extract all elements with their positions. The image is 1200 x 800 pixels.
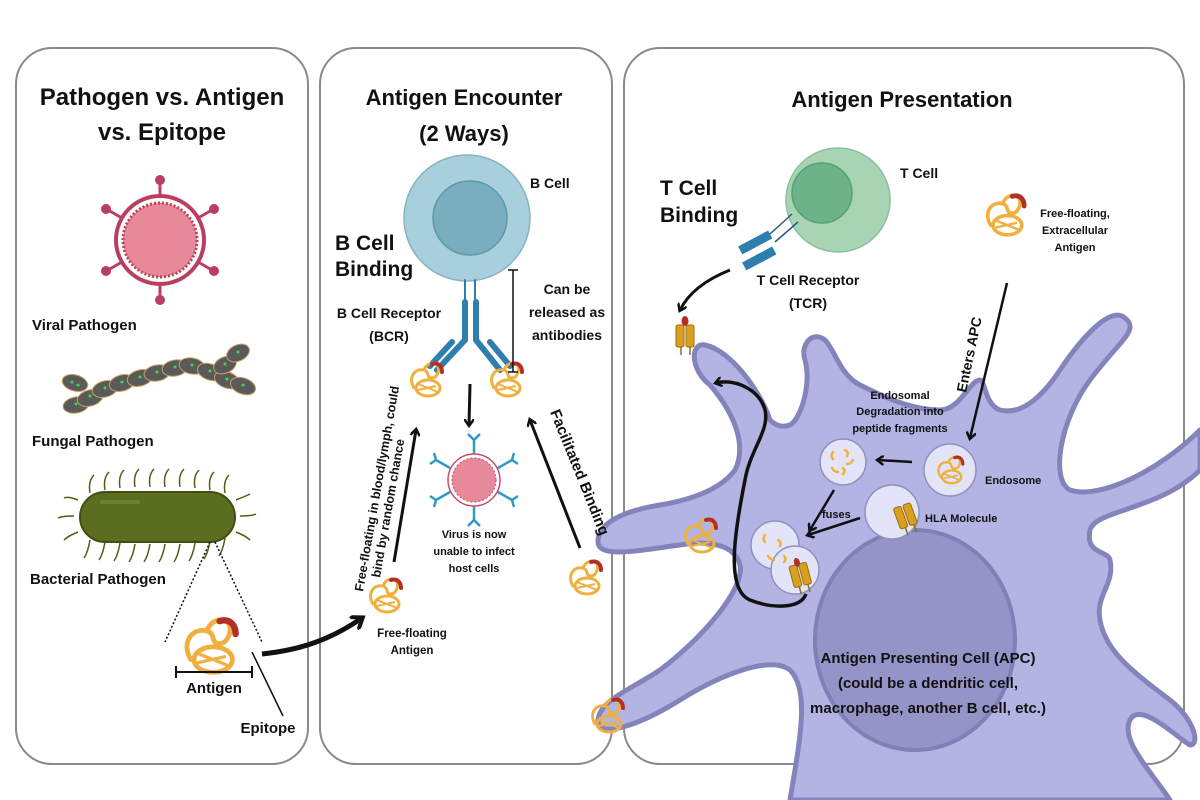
- endosome-icon: [923, 443, 977, 497]
- label-tcr-1: T Cell Receptor: [757, 272, 860, 288]
- arrow-degradation: [878, 460, 913, 462]
- label-virus-1: Virus is now: [442, 529, 507, 541]
- panel-pathogen-title-2: vs. Epitope: [98, 119, 226, 146]
- arrow-enters-apc: [970, 282, 1009, 438]
- surface-hla-icon: [675, 316, 695, 356]
- apc-nucleus: [813, 528, 1017, 752]
- bacteria-icon: [57, 468, 257, 563]
- t-cell-icon: [785, 147, 891, 253]
- label-extra-2: Extracellular: [1042, 225, 1109, 237]
- label-antigen: Antigen: [186, 680, 242, 697]
- arrow-facilitated-binding: [530, 420, 582, 549]
- label-virus-3: host cells: [449, 563, 500, 575]
- label-released-3: antibodies: [532, 327, 602, 343]
- label-free-antigen-1: Free-floating: [377, 628, 447, 640]
- label-tcr-2: (TCR): [789, 295, 827, 311]
- fused-vesicle-icon: [750, 520, 820, 597]
- label-degradation-2: Degradation into: [856, 406, 944, 418]
- label-bcr-2: (BCR): [369, 328, 409, 344]
- label-degradation-3: peptide fragments: [852, 423, 947, 435]
- label-extra-3: Antigen: [1055, 242, 1096, 254]
- label-released-1: Can be: [544, 281, 591, 297]
- label-extra-1: Free-floating,: [1040, 208, 1110, 220]
- label-free-antigen-2: Antigen: [391, 645, 434, 657]
- zoom-line-right: [214, 541, 263, 643]
- virus-icon: [101, 175, 219, 305]
- label-hla: HLA Molecule: [925, 513, 997, 525]
- label-apc-1: Antigen Presenting Cell (APC): [820, 650, 1035, 667]
- label-endosome: Endosome: [985, 475, 1041, 487]
- label-t-cell: T Cell: [900, 165, 938, 181]
- label-fuses: fuses: [822, 509, 851, 521]
- tcr-receptor-icon: [738, 213, 799, 271]
- label-t-cell-binding-2: Binding: [660, 204, 738, 227]
- label-bcr-1: B Cell Receptor: [337, 305, 442, 321]
- label-virus-2: unable to infect: [433, 546, 515, 558]
- arrow-random-binding: [392, 430, 416, 563]
- neutralized-virus-icon: [429, 433, 519, 527]
- panel-presentation-title: Antigen Presentation: [791, 87, 1012, 112]
- label-released-2: released as: [529, 304, 605, 320]
- fungus-dots: [70, 350, 245, 406]
- label-viral-pathogen: Viral Pathogen: [32, 317, 137, 334]
- arrow-fuse-2: [808, 516, 861, 535]
- hla-vesicle-icon: [864, 484, 922, 540]
- label-apc-3: macrophage, another B cell, etc.): [810, 700, 1046, 717]
- arrow-hla-to-surface: [716, 382, 808, 608]
- arrow-fuse-1: [810, 489, 836, 530]
- label-bacterial-pathogen: Bacterial Pathogen: [30, 571, 166, 588]
- label-b-cell: B Cell: [530, 175, 570, 191]
- b-cell-icon: [403, 154, 531, 282]
- panel-encounter-title-2: (2 Ways): [419, 121, 509, 146]
- label-apc-2: (could be a dendritic cell,: [838, 675, 1018, 692]
- arrow-to-encounter: [261, 618, 362, 657]
- panel-encounter-title-1: Antigen Encounter: [366, 85, 563, 110]
- panel-pathogen-frame: [15, 47, 309, 765]
- peptide-vesicle-icon: [819, 438, 867, 486]
- arrow-neutralize: [469, 383, 470, 425]
- label-fungal-pathogen: Fungal Pathogen: [32, 433, 154, 450]
- panel-pathogen-title-1: Pathogen vs. Antigen: [40, 84, 284, 111]
- label-b-cell-binding-2: Binding: [335, 258, 413, 281]
- label-t-cell-binding-1: T Cell: [660, 177, 717, 200]
- label-b-cell-binding-1: B Cell: [335, 232, 395, 255]
- apc-cell: [595, 312, 1200, 800]
- epitope-pointer: [251, 651, 284, 717]
- arrow-tcr-to-hla: [680, 268, 731, 310]
- panel-encounter-frame: [319, 47, 613, 765]
- label-degradation-1: Endosomal: [870, 390, 929, 402]
- label-epitope: Epitope: [241, 720, 296, 737]
